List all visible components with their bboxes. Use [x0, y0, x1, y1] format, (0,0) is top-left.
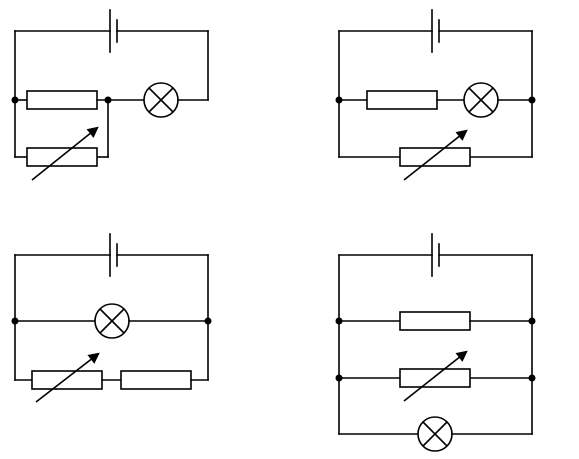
variable-resistor-icon	[399, 350, 471, 402]
variable-resistor-icon	[26, 126, 99, 181]
circuit-d	[335, 233, 536, 452]
battery-icon	[431, 9, 440, 53]
junction-dot	[528, 374, 536, 382]
circuit-a	[11, 9, 209, 181]
lamp-icon	[94, 303, 130, 339]
circuit-c	[11, 233, 212, 403]
junction-dot	[335, 374, 343, 382]
junction-dot	[335, 96, 343, 104]
lamp-icon	[417, 416, 453, 452]
junction-dot	[204, 317, 212, 325]
resistor-icon	[26, 90, 98, 110]
junction-dot	[11, 96, 19, 104]
resistor-icon	[366, 90, 438, 110]
junction-dot	[104, 96, 112, 104]
junction-dot	[11, 317, 19, 325]
circuit-b	[335, 9, 536, 181]
resistor-icon	[399, 311, 471, 331]
junction-dot	[528, 317, 536, 325]
variable-resistor-icon	[31, 352, 103, 403]
battery-icon	[431, 233, 440, 277]
junction-dot	[335, 317, 343, 325]
resistor-icon	[120, 370, 192, 390]
variable-resistor-icon	[399, 129, 471, 181]
junction-dot	[528, 96, 536, 104]
battery-icon	[109, 233, 118, 277]
battery-icon	[109, 9, 118, 53]
lamp-icon	[463, 82, 499, 118]
lamp-icon	[143, 82, 179, 118]
